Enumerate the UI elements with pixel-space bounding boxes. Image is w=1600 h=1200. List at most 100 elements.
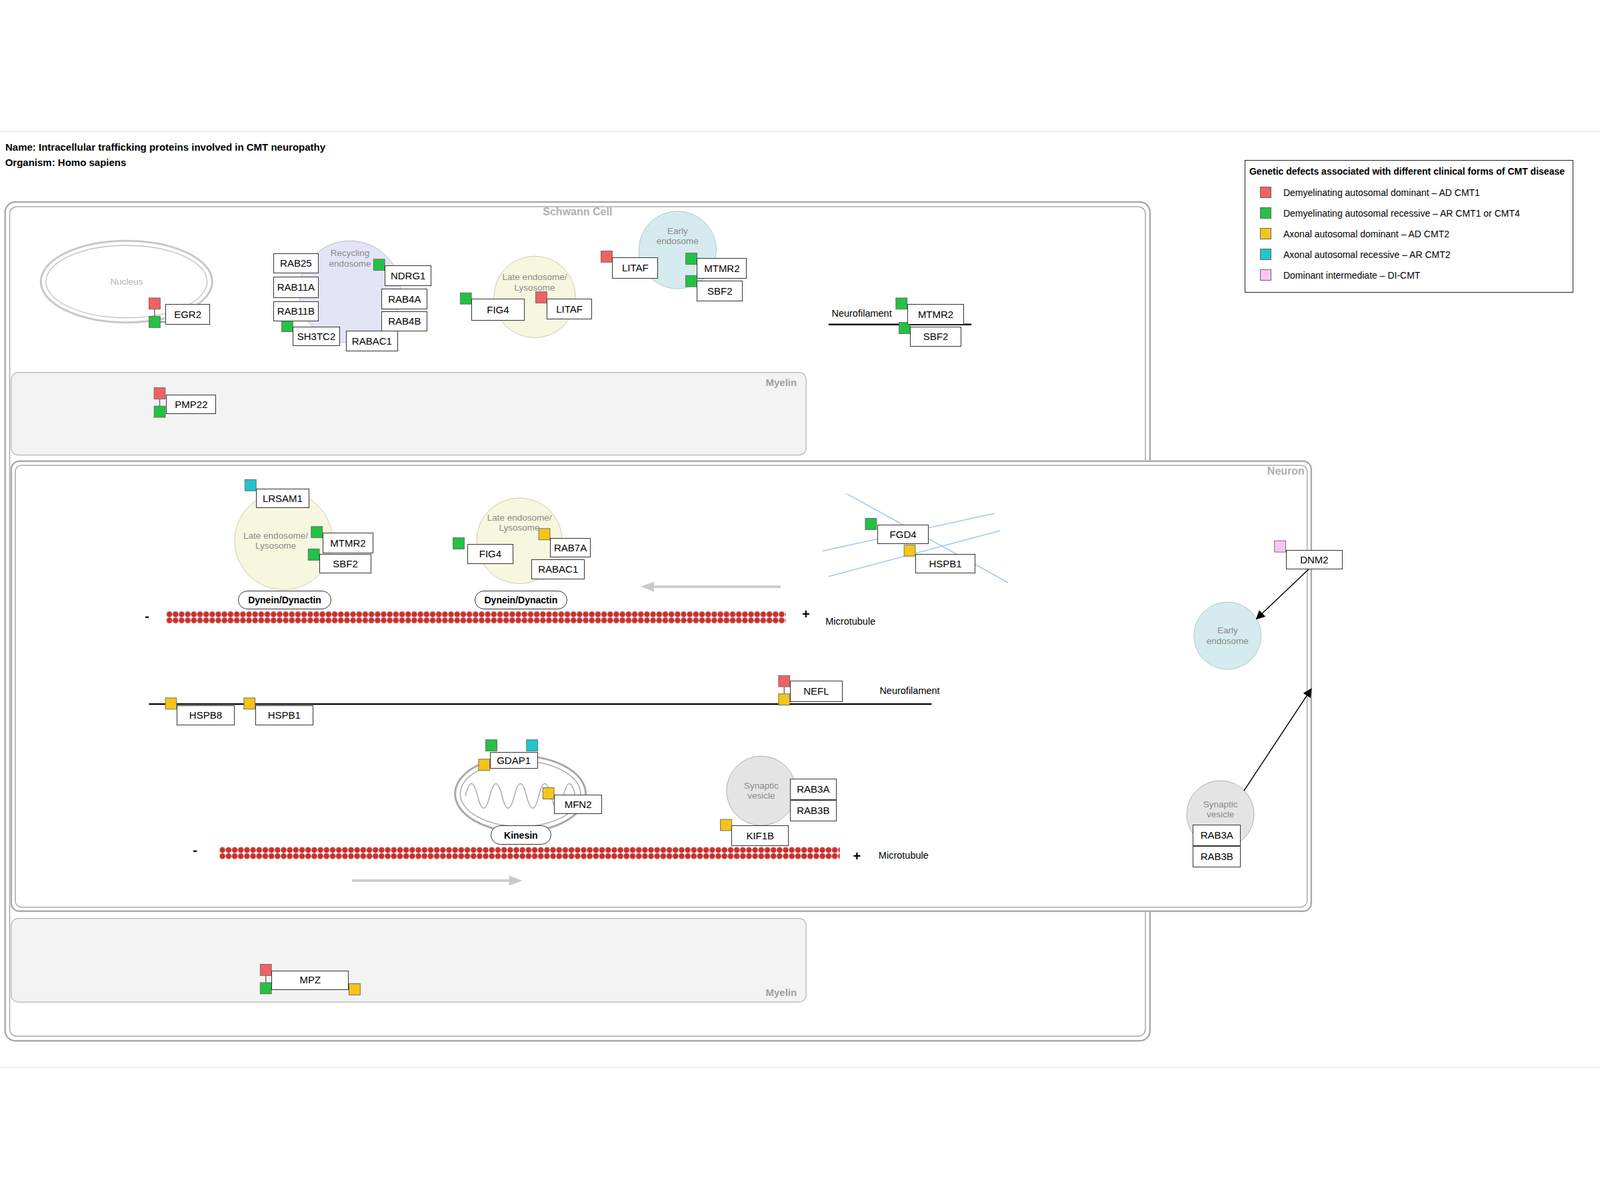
protein-name: SBF2 [332,558,358,570]
protein-name: PMP22 [174,398,208,410]
legend-swatch [1260,248,1272,260]
protein-box: GDAP1 [490,752,538,768]
mutation-marker [281,320,293,332]
protein-name: RAB4A [388,293,421,305]
organelle-circle: Synaptic vesicle [726,756,796,826]
protein-name: GDAP1 [496,754,531,766]
protein-name: RAB11A [277,281,315,293]
protein-name: HSPB1 [268,709,301,721]
protein-name: MTMR2 [918,308,954,320]
polarity-sign: - [192,842,198,858]
protein-box: NDRG1 [384,265,432,286]
protein-box: LITAF [546,298,592,320]
transport-arrow [653,585,781,588]
organelle-name: Recycling endosome [323,248,377,269]
organelle-name: Late endosome/ Lysosome [241,530,311,552]
protein-box: LITAF [612,257,658,279]
organelle-name: Early endosome [654,226,701,247]
protein-box: RAB3B [1192,846,1241,868]
protein-name: RAB25 [280,257,312,269]
protein-box: SBF2 [696,280,743,302]
organelle-name: Late endosome/ Lysosome [484,512,554,534]
motor-name: Kinesin [504,830,538,841]
mutation-marker [460,292,472,304]
mutation-marker [896,298,908,310]
synaptic-vesicle-shape [726,756,796,826]
protein-name: RABAC1 [352,335,392,347]
protein-name: RAB3B [796,804,830,816]
mutation-marker [154,388,166,400]
motor-pill: Kinesin [490,825,551,845]
protein-box: HSPB1 [255,705,314,726]
protein-box: NEFL [790,680,844,702]
protein-name: EGR2 [174,308,202,320]
protein-name: DNM2 [1300,554,1329,566]
legend-text: Axonal autosomal recessive – AR CMT2 [1283,249,1451,260]
protein-name: MTMR2 [704,262,740,274]
protein-name: RABAC1 [538,563,578,575]
marker-link [159,398,160,406]
protein-box: SH3TC2 [292,326,340,346]
motor-name: Dynein/Dynactin [248,594,322,606]
region-name: Myelin [765,376,797,388]
protein-box: MTMR2 [322,532,374,554]
neuron-inner-outline [15,465,1308,908]
mutation-marker [373,259,385,271]
protein-name: MTMR2 [330,537,366,549]
organelle-name: Synaptic vesicle [740,780,782,802]
protein-box: RAB4A [381,288,428,310]
protein-name: RAB3A [1200,829,1234,841]
protein-box: MTMR2 [907,304,965,325]
protein-box: HSPB8 [176,705,235,726]
protein-box: FGD4 [877,524,929,544]
protein-name: MPZ [299,974,321,986]
protein-name: RAB7A [554,542,587,554]
mutation-marker [148,316,160,328]
legend-swatch [1260,228,1272,240]
protein-box: RAB4B [381,311,428,332]
organelle-name: Early endosome [1204,625,1251,646]
polarity-sign: - [144,608,150,624]
region-name: Myelin [765,986,797,998]
protein-name: FIG4 [486,304,509,316]
arrow-connector [1256,569,1309,619]
mutation-marker [260,964,272,976]
diagram-title: Name: Intracellular trafficking proteins… [5,141,326,153]
transport-arrowhead [509,875,523,886]
protein-box: DNM2 [1286,550,1344,570]
mutation-marker [720,819,732,831]
protein-box: MFN2 [554,794,602,814]
protein-box: RAB3A [790,778,837,800]
microtubule [219,846,840,859]
page-rule [0,1066,1600,1068]
protein-name: NEFL [803,685,829,697]
mutation-marker [778,694,790,706]
organism-note: Organism: Homo sapiens [5,156,127,168]
structure-label: Microtubule [878,850,929,861]
legend-text: Demyelinating autosomal dominant – AD CM… [1283,187,1480,198]
mutation-marker [260,982,272,994]
legend-swatch [1260,186,1272,198]
legend-text: Demyelinating autosomal recessive – AR C… [1283,208,1520,219]
mutation-marker [538,528,550,540]
legend-text: Axonal autosomal dominant – AD CMT2 [1283,228,1450,240]
protein-name: KIF1B [746,830,774,842]
protein-name: RAB4B [388,315,421,327]
protein-box: SBF2 [319,554,372,574]
mitochondrion-inner-outline [460,761,581,827]
structure-label: Neurofilament [831,308,892,319]
protein-name: SH3TC2 [297,330,336,342]
mutation-marker [148,298,160,310]
protein-name: NDRG1 [390,270,426,282]
region-name: Neuron [1267,465,1305,478]
mutation-marker [311,526,323,538]
protein-box: RAB7A [550,538,591,558]
motor-name: Dynein/Dynactin [484,594,558,606]
structure-label: Neurofilament [879,685,940,696]
marker-link [784,686,785,694]
legend-box: Genetic defects associated with differen… [1244,160,1574,293]
legend-row: Demyelinating autosomal dominant – AD CM… [1249,182,1565,203]
protein-box: RAB25 [273,253,318,274]
mutation-marker [453,538,465,550]
